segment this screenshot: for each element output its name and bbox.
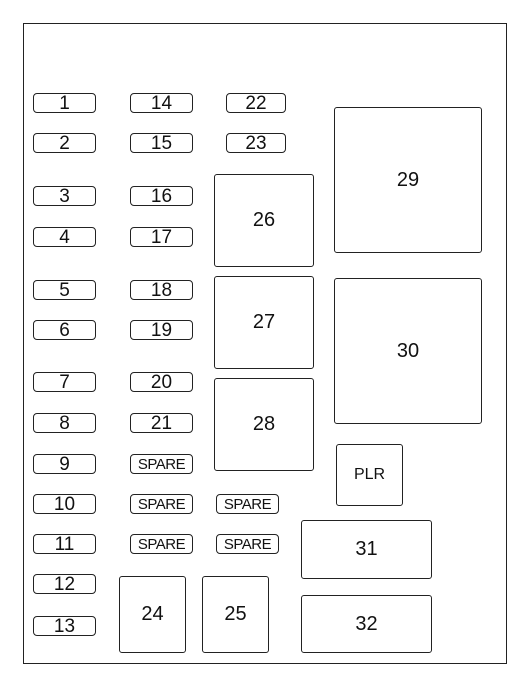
fuse-8: 8 <box>33 413 96 433</box>
relay-31: 31 <box>301 520 432 579</box>
fuse-21: 21 <box>130 413 193 433</box>
fuse-block-panel <box>23 23 507 664</box>
fuse-4: 4 <box>33 227 96 247</box>
fuse-6: 6 <box>33 320 96 340</box>
fuse-9: 9 <box>33 454 96 474</box>
fuse-15: 15 <box>130 133 193 153</box>
fuse-spare: SPARE <box>130 534 193 554</box>
relay-25: 25 <box>202 576 269 653</box>
fuse-spare: SPARE <box>130 454 193 474</box>
fuse-13: 13 <box>33 616 96 636</box>
relay-29: 29 <box>334 107 482 253</box>
fuse-20: 20 <box>130 372 193 392</box>
fuse-1: 1 <box>33 93 96 113</box>
fuse-7: 7 <box>33 372 96 392</box>
fuse-spare: SPARE <box>216 494 279 514</box>
fuse-spare: SPARE <box>216 534 279 554</box>
fuse-22: 22 <box>226 93 286 113</box>
fuse-3: 3 <box>33 186 96 206</box>
fuse-spare: SPARE <box>130 494 193 514</box>
fuse-16: 16 <box>130 186 193 206</box>
relay-plr: PLR <box>336 444 403 506</box>
fuse-19: 19 <box>130 320 193 340</box>
relay-28: 28 <box>214 378 314 471</box>
fuse-5: 5 <box>33 280 96 300</box>
relay-26: 26 <box>214 174 314 267</box>
relay-32: 32 <box>301 595 432 653</box>
fuse-17: 17 <box>130 227 193 247</box>
fuse-18: 18 <box>130 280 193 300</box>
fuse-14: 14 <box>130 93 193 113</box>
relay-30: 30 <box>334 278 482 424</box>
fuse-23: 23 <box>226 133 286 153</box>
fuse-12: 12 <box>33 574 96 594</box>
fuse-2: 2 <box>33 133 96 153</box>
fuse-10: 10 <box>33 494 96 514</box>
relay-27: 27 <box>214 276 314 369</box>
fuse-11: 11 <box>33 534 96 554</box>
relay-24: 24 <box>119 576 186 653</box>
